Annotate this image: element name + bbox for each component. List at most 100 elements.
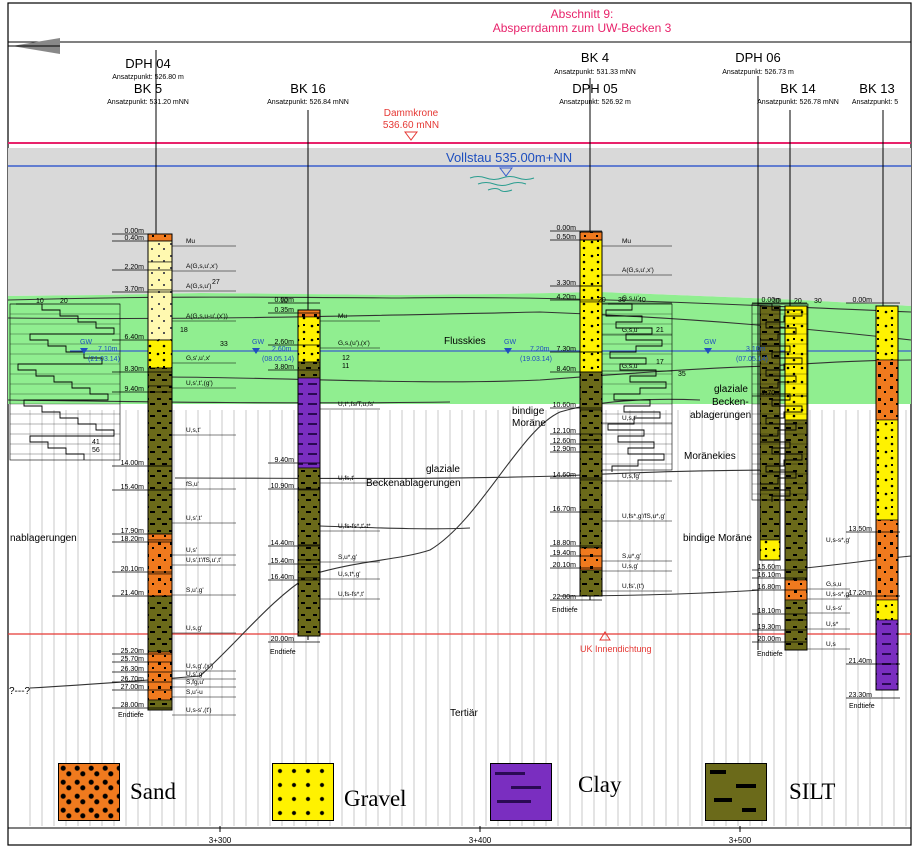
depth-label: 13.50m [849, 526, 873, 533]
depth-label: 16.40m [271, 574, 295, 581]
soil-layer [784, 599, 808, 621]
soil-description: S,u'-u [186, 689, 203, 696]
soil-description: U,s,g',(x') [186, 663, 213, 670]
gw-date: (21.03.14) [88, 356, 120, 363]
gravel-swatch-icon [272, 763, 334, 821]
soil-layer [297, 489, 321, 546]
silt-swatch-icon [705, 763, 767, 821]
dph06-column [759, 305, 781, 561]
soil-description: G,s,u' [622, 327, 639, 334]
plot-number: 12 [342, 355, 350, 362]
depth-label: 16.70m [553, 506, 577, 513]
soil-layer [875, 359, 899, 421]
soil-layer [297, 309, 321, 318]
gw-marker-icon [252, 348, 260, 354]
soil-description: U,s' [186, 547, 197, 554]
soil-layer [875, 305, 899, 361]
column-outline [875, 305, 899, 691]
depth-label: 12.90m [553, 446, 577, 453]
soil-description: fS,u' [186, 481, 199, 488]
depth-label: 21.40m [849, 658, 873, 665]
uk-label: UK Innendichtung [580, 644, 652, 654]
penetration-curve [605, 303, 667, 472]
borehole-name: BK 16 [290, 81, 325, 96]
glaziale-label-2: Beckenablagerungen [366, 478, 461, 489]
plot-number: 21 [656, 327, 664, 334]
soil-layer [147, 339, 173, 369]
dammkrone-marker-icon [404, 131, 418, 141]
penetration-curve [758, 303, 803, 502]
endtiefe-label: Endtiefe [757, 651, 783, 658]
soil-description: A(G,s,u') [186, 283, 211, 290]
soil-description: U,s* [826, 621, 839, 628]
borehole-name: BK 13 [859, 81, 894, 96]
soil-description: U,t*,fs/T,u,fs' [338, 401, 374, 408]
bk4-column [579, 231, 603, 597]
borehole-ansatz: Ansatzpunkt: 531.33 mNN [554, 69, 636, 76]
depth-label: 20.10m [553, 562, 577, 569]
borehole-name: BK 5 [134, 81, 162, 96]
dammkrone-label: Dammkrone [384, 108, 439, 119]
legend-gravel: Gravel [272, 763, 407, 821]
plot-number: 20 [598, 297, 606, 304]
bk14-column [784, 305, 808, 651]
soil-description: U,s-s' [826, 605, 842, 612]
depth-label: 9.40m [275, 457, 295, 464]
depth-label: 20.00m [271, 636, 295, 643]
section-title: Abschnitt 9: [551, 7, 614, 21]
depth-label: 18.80m [553, 540, 577, 547]
soil-description: G,s,u' [622, 295, 639, 302]
borehole-name: DPH 04 [125, 56, 171, 71]
depth-label: 10.60m [553, 402, 577, 409]
legend-sand: Sand [58, 763, 176, 821]
frame [7, 2, 912, 846]
soil-description: U,s-s*,g' [826, 591, 850, 598]
depth-label: 17.90m [121, 528, 145, 535]
soil-description: G,s,(u'),(x') [338, 340, 370, 347]
soil-description: U,s',t',(g') [186, 380, 213, 387]
gw-marker-icon [704, 348, 712, 354]
plot-number: 18 [180, 327, 188, 334]
soil-layer [875, 599, 899, 621]
soil-description: U,fs',(t') [622, 583, 644, 590]
soil-description: U,s-s',(t') [186, 707, 212, 714]
soil-layer [147, 651, 173, 701]
plot-number: 56 [92, 447, 100, 454]
soil-layer [579, 547, 603, 571]
soil-layer [297, 577, 321, 637]
legend-label-silt: SILT [789, 779, 836, 804]
uk-marker-icon [599, 631, 611, 641]
legend-label-sand: Sand [130, 779, 176, 804]
soil-layer [579, 409, 603, 441]
gb-label-1: glaziale [714, 384, 748, 395]
depth-label: 20.10m [121, 566, 145, 573]
plot-number: 20 [794, 298, 802, 305]
plot-number: 41 [92, 439, 100, 446]
soil-layer [297, 377, 321, 469]
dph06-graph [751, 303, 809, 502]
soil-layer [147, 367, 173, 387]
plot-number: 40 [638, 297, 646, 304]
gw-label: GW [504, 339, 516, 346]
soil-layer [784, 619, 808, 651]
soil-layer [579, 301, 603, 353]
soil-description: U,s [826, 641, 837, 648]
soil-description: S,u*,g' [338, 554, 357, 561]
soil-layer [579, 371, 603, 411]
depth-label: 26.30m [121, 666, 145, 673]
sand-swatch-icon [58, 763, 120, 821]
soil-layer [147, 489, 173, 535]
depth-label: 8.30m [125, 366, 145, 373]
dph05-graph [601, 303, 673, 472]
soil-description: Mu [338, 313, 347, 320]
depth-label: 25.20m [121, 648, 145, 655]
borehole-ansatz: Ansatzpunkt: 526.78 mNN [757, 99, 839, 106]
gw-date: (19.03.14) [520, 356, 552, 363]
soil-description: G,s,u' [622, 363, 639, 370]
soil-layer [147, 289, 173, 341]
soil-layer [579, 231, 603, 241]
endtiefe-label: Endtiefe [552, 607, 578, 614]
depth-label: 9.40m [125, 386, 145, 393]
